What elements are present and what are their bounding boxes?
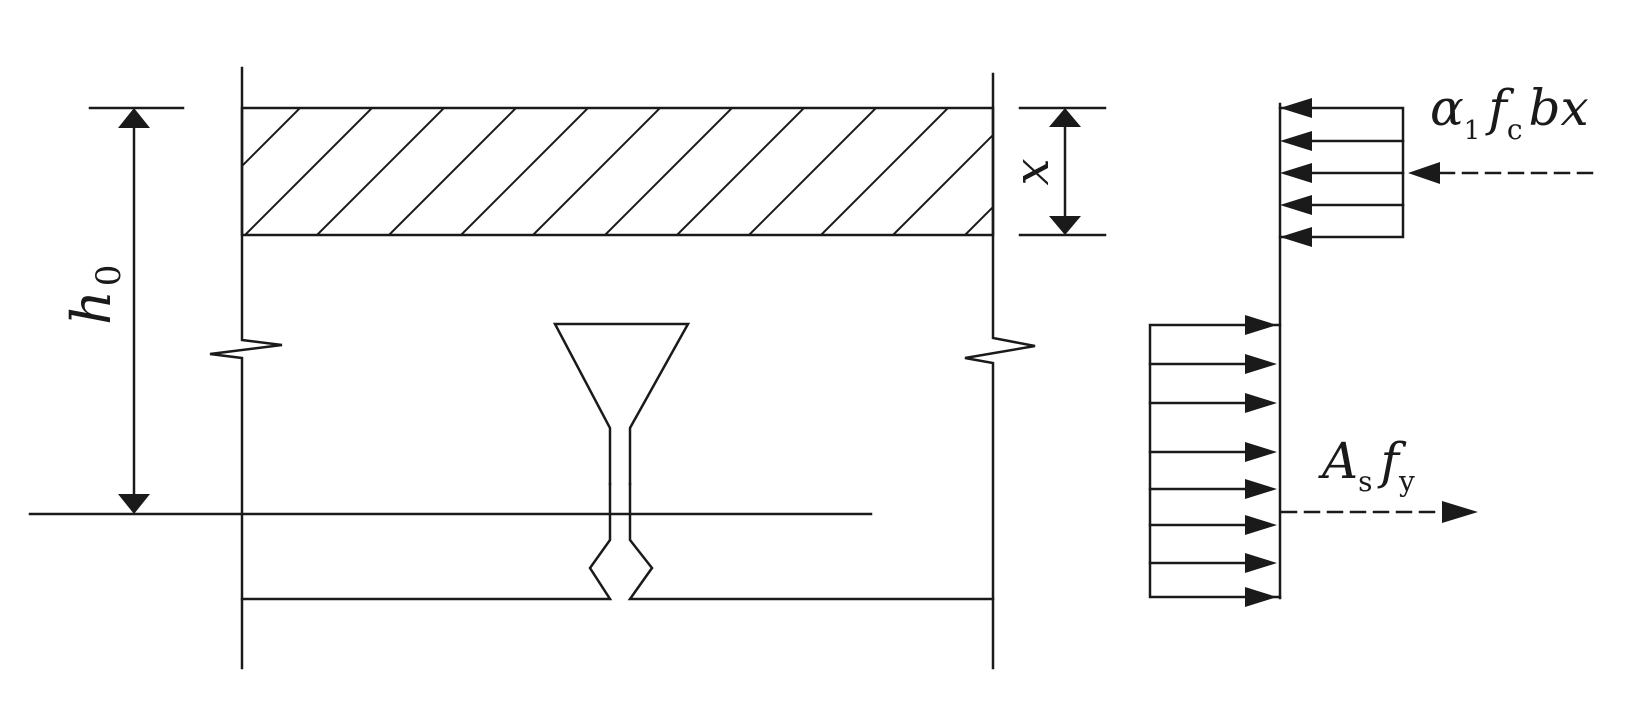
tension-arrowheads xyxy=(1245,315,1277,607)
x-label: x xyxy=(1004,158,1060,185)
tension-resultant-arrowhead xyxy=(1442,501,1478,523)
fy-subscript: y xyxy=(1398,465,1415,498)
x-top-arrowhead xyxy=(1049,108,1081,127)
as-subscript: s xyxy=(1358,465,1372,498)
crack-funnel xyxy=(552,322,691,486)
tension-arrow-shafts xyxy=(1148,362,1262,565)
x-bottom-arrowhead xyxy=(1049,216,1081,235)
as-symbol: A xyxy=(1318,432,1358,490)
h0-top-arrowhead xyxy=(118,108,150,128)
beam-left-edge xyxy=(209,66,283,670)
h0-bottom-arrowhead xyxy=(118,494,150,514)
bx-symbols: bx xyxy=(1529,79,1589,137)
beam-bottom-edge-right xyxy=(627,482,995,601)
compression-zone-hatching xyxy=(242,108,992,235)
x-label-text: x xyxy=(1004,158,1060,185)
compression-resultant-arrowhead xyxy=(1408,162,1440,184)
alpha-subscript: 1 xyxy=(1464,116,1481,146)
h0-label-main: h xyxy=(60,290,123,325)
h0-label-sub: 0 xyxy=(89,265,129,287)
compression-zone-box xyxy=(240,106,995,237)
beam-right-edge xyxy=(964,72,1036,670)
beam-bottom-edge-left xyxy=(240,482,613,601)
h0-label: h0 xyxy=(60,265,129,325)
compression-arrowheads xyxy=(1280,98,1312,247)
compression-arrow-shafts xyxy=(1298,139,1405,207)
alpha-symbol: α xyxy=(1430,79,1464,137)
fc-subscript: c xyxy=(1507,113,1523,146)
tension-block-outline xyxy=(1148,323,1282,599)
svg-text:h0: h0 xyxy=(60,265,129,325)
